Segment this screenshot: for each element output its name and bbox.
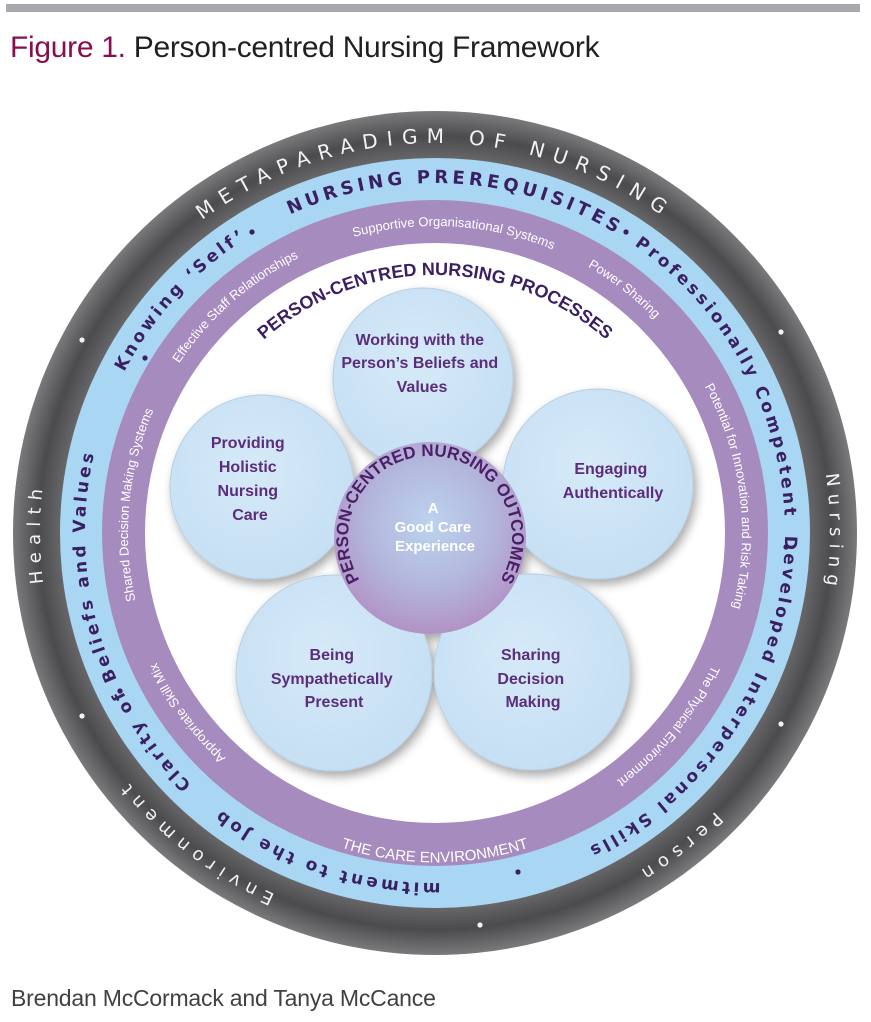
petal-sharing-decision-making (433, 573, 631, 771)
metaparadigm-health: Health (24, 481, 48, 585)
petal-label-working-with-beliefs: Working with the Person’s Beliefs and Va… (341, 332, 502, 396)
metaparadigm-nursing: Nursing (821, 472, 846, 594)
separator-dot (778, 721, 784, 727)
petals (169, 287, 694, 772)
outcome-good-care-experience: A Good Care Experience (395, 500, 476, 555)
separator-dot (515, 869, 521, 875)
figure-credit: Brendan McCormack and Tanya McCance (11, 985, 436, 1011)
metaparadigm-separators (79, 329, 784, 928)
separator-dot (142, 355, 148, 361)
petal-label-providing-holistic-care: Providing Holistic Nursing Care (211, 435, 289, 524)
top-rule (6, 4, 860, 12)
petal-label-sharing-decision-making: Sharing Decision Making (497, 647, 568, 711)
separator-dot (783, 544, 789, 550)
separator-dot (249, 229, 255, 235)
figure-number: Figure 1. (10, 31, 126, 64)
petal-label-engaging-authentically: Engaging Authentically (563, 461, 664, 502)
figure-title-text: Person-centred Nursing Framework (133, 31, 600, 64)
separator-dot (477, 922, 483, 928)
figure-title: Figure 1. Person-centred Nursing Framewo… (10, 28, 600, 68)
petal-working-with-beliefs (332, 287, 514, 469)
separator-dot (778, 329, 784, 335)
separator-dot (117, 688, 123, 694)
shape-layer (13, 111, 857, 955)
petal-being-sympathetically-present (235, 574, 433, 772)
petal-engaging-authentically (502, 388, 694, 580)
outcomes-circle (334, 442, 526, 634)
prerequisite-separators (117, 229, 789, 875)
separator-dot (79, 337, 85, 343)
petal-label-being-sympathetically-present: Being Sympathetically Present (271, 647, 397, 711)
separator-dot (623, 229, 629, 235)
separator-dot (79, 713, 85, 719)
